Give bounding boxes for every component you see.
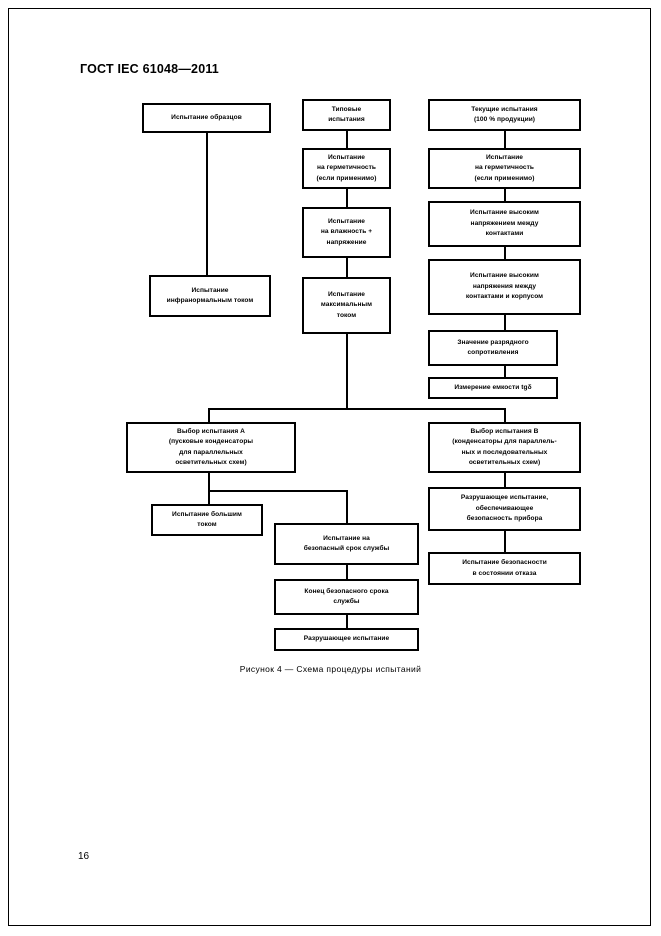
node-label: Разрушающее испытание, обеспечивающее бе… bbox=[460, 494, 549, 523]
node-label: Испытание высоким напряжения между конта… bbox=[465, 272, 544, 301]
node-label: Разрушающее испытание bbox=[303, 635, 390, 643]
page-number: 16 bbox=[78, 851, 90, 862]
standard-header: ГОСТ IEC 61048—2011 bbox=[80, 62, 219, 76]
node-label: Значение разрядного сопротивления bbox=[457, 338, 529, 356]
edge-n11-n12 bbox=[504, 366, 507, 377]
edge-n19-n20 bbox=[346, 615, 349, 628]
edge-n17-n19 bbox=[346, 565, 349, 579]
node-maximum-current-test[interactable]: Испытание максимальным током bbox=[302, 277, 391, 334]
edge-split-to-n13 bbox=[208, 408, 211, 422]
node-sample-test[interactable]: Испытание образцов bbox=[142, 103, 271, 133]
edge-n6-n9 bbox=[346, 258, 349, 277]
edge-n2-n4 bbox=[346, 131, 349, 148]
edge-split-n15-n17 bbox=[208, 490, 348, 493]
edge-n10-n11 bbox=[504, 315, 507, 330]
node-label: Испытание безопасности в состоянии отказ… bbox=[462, 559, 547, 577]
edge-n4-n6 bbox=[346, 189, 349, 207]
edge-n13-down bbox=[208, 473, 211, 490]
node-routine-tests[interactable]: Текущие испытания (100 % продукции) bbox=[428, 99, 581, 131]
node-label: Испытание высоким напряжением между конт… bbox=[470, 209, 539, 238]
node-label: Испытание на герметичность (если примени… bbox=[316, 153, 377, 182]
edge-n14-n16 bbox=[504, 473, 507, 487]
edge-split-to-n14 bbox=[504, 408, 507, 422]
node-label: Текущие испытания (100 % продукции) bbox=[471, 105, 538, 123]
node-humidity-voltage-test[interactable]: Испытание на влажность + напряжение bbox=[302, 207, 391, 258]
figure-caption: Рисунок 4 — Схема процедуры испытаний bbox=[239, 664, 422, 674]
node-capacitance-tan-delta[interactable]: Измерение емкости tgδ bbox=[428, 377, 558, 399]
edge-n3-n5 bbox=[504, 131, 507, 148]
node-label: Испытание на влажность + напряжение bbox=[320, 217, 373, 246]
node-high-current-test[interactable]: Испытание большим током bbox=[151, 504, 263, 536]
node-discharge-resistance-value[interactable]: Значение разрядного сопротивления bbox=[428, 330, 558, 366]
node-label: Испытание инфранормальным током bbox=[166, 286, 254, 304]
node-type-tests[interactable]: Типовые испытания bbox=[302, 99, 391, 131]
node-label: Испытание образцов bbox=[171, 113, 242, 121]
node-infranormal-current-test[interactable]: Испытание инфранормальным током bbox=[149, 275, 271, 317]
edge-split-a-b bbox=[208, 408, 506, 411]
node-hv-contacts-to-case[interactable]: Испытание высоким напряжения между конта… bbox=[428, 259, 581, 315]
node-end-of-safe-service-life[interactable]: Конец безопасного срока службы bbox=[274, 579, 419, 615]
node-label: Испытание максимальным током bbox=[320, 290, 373, 319]
node-label: Конец безопасного срока службы bbox=[304, 587, 389, 605]
node-test-selection-a[interactable]: Выбор испытания А (пусковые конденсаторы… bbox=[126, 422, 296, 473]
node-label: Выбор испытания А (пусковые конденсаторы… bbox=[168, 427, 254, 466]
edge-n9-down bbox=[346, 334, 349, 410]
node-destructive-test[interactable]: Разрушающее испытание bbox=[274, 628, 419, 651]
node-label: Типовые испытания bbox=[328, 105, 365, 123]
node-routine-sealing-test[interactable]: Испытание на герметичность (если примени… bbox=[428, 148, 581, 189]
node-label: Испытание большим током bbox=[172, 510, 242, 528]
edge-split-to-n15 bbox=[208, 490, 211, 504]
node-test-selection-b[interactable]: Выбор испытания В (конденсаторы для пара… bbox=[428, 422, 581, 473]
edge-n1-n8 bbox=[206, 133, 209, 275]
node-label: Испытание на безопасный срок службы bbox=[303, 534, 390, 552]
node-label: Измерение емкости tgδ bbox=[454, 383, 532, 391]
node-label: Испытание на герметичность (если примени… bbox=[474, 153, 535, 182]
edge-n5-n7 bbox=[504, 189, 507, 201]
edge-n16-n18 bbox=[504, 531, 507, 552]
node-safe-service-life-test[interactable]: Испытание на безопасный срок службы bbox=[274, 523, 419, 565]
edge-split-to-n17 bbox=[346, 490, 349, 523]
node-type-sealing-test[interactable]: Испытание на герметичность (если примени… bbox=[302, 148, 391, 189]
node-label: Выбор испытания В (конденсаторы для пара… bbox=[452, 427, 557, 466]
node-destructive-safety-test[interactable]: Разрушающее испытание, обеспечивающее бе… bbox=[428, 487, 581, 531]
edge-n7-n10 bbox=[504, 247, 507, 259]
node-hv-between-contacts[interactable]: Испытание высоким напряжением между конт… bbox=[428, 201, 581, 247]
node-failure-state-safety-test[interactable]: Испытание безопасности в состоянии отказ… bbox=[428, 552, 581, 585]
